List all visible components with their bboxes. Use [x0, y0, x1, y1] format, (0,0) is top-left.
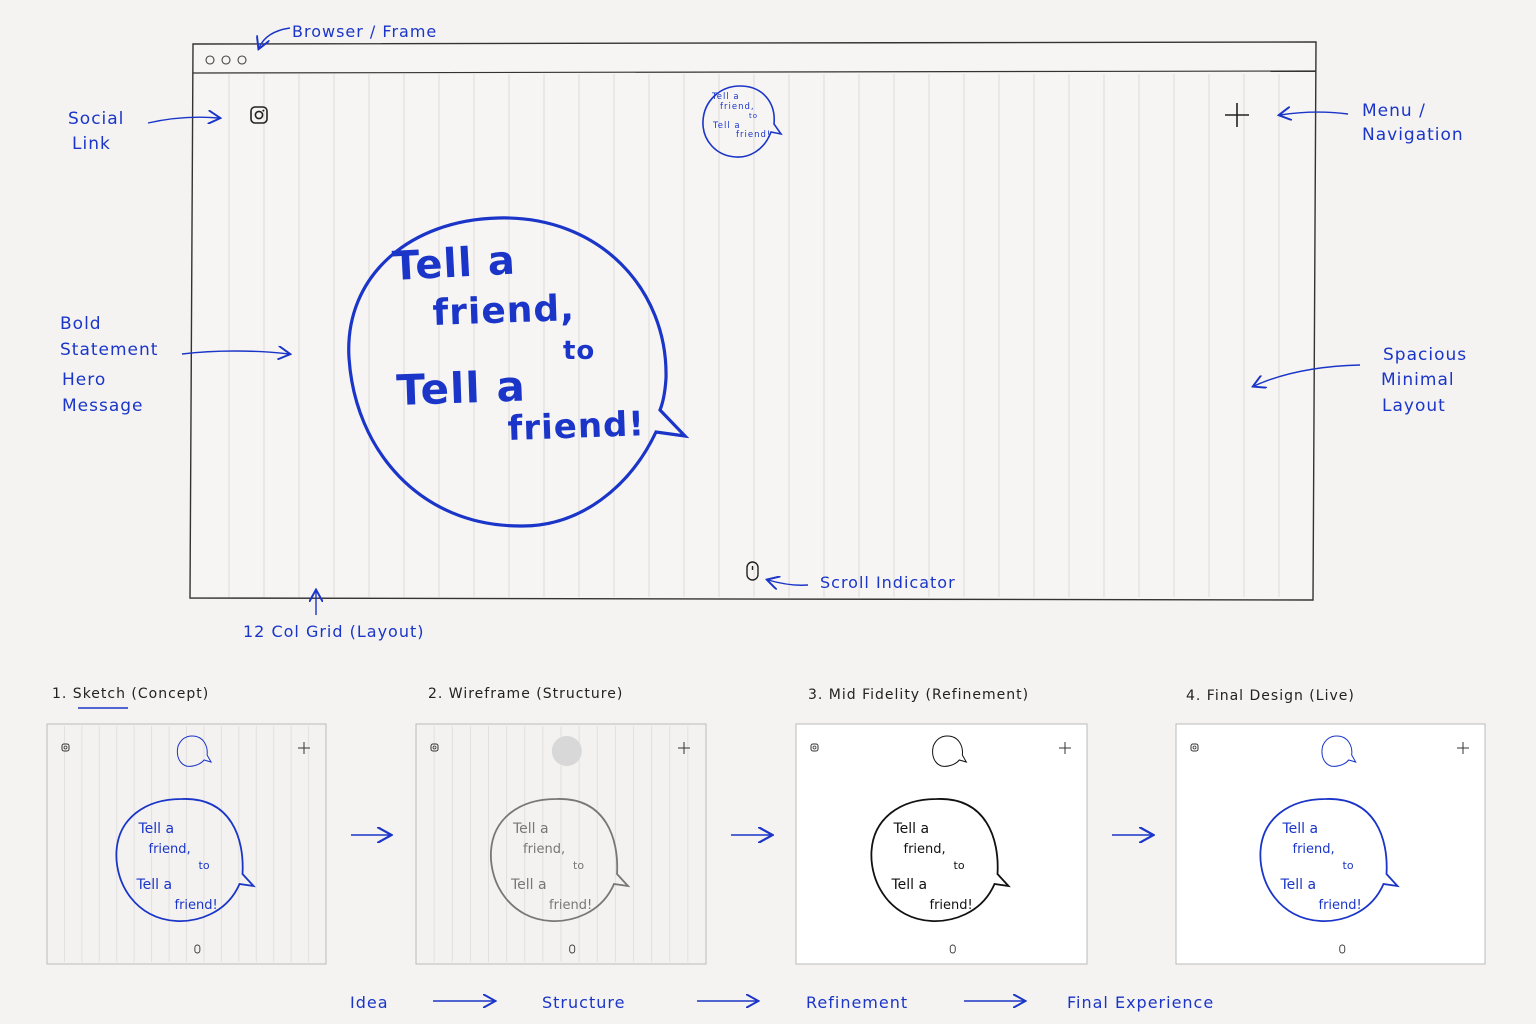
annotation-grid-layout: 12 Col Grid (Layout)	[243, 591, 424, 641]
annotation-spacious-line-3: Layout	[1382, 396, 1446, 416]
logo-bubble[interactable]: Tell a friend, to Tell a friend!	[702, 85, 783, 158]
annotation-scroll-indicator: Scroll Indicator	[768, 573, 956, 592]
stage-3-label: 3. Mid Fidelity (Refinement)	[808, 687, 1029, 703]
stage-speech-bubble	[115, 798, 256, 922]
instagram-icon[interactable]	[250, 106, 268, 124]
stage-bubble-text: to	[573, 859, 584, 872]
annotation-bold-line-3: Hero	[62, 370, 106, 390]
hero-speech-bubble: Tell a friend, to Tell a friend!	[347, 216, 690, 528]
stage-2-label: 2. Wireframe (Structure)	[428, 686, 623, 702]
annotation-menu-line-1: Menu /	[1362, 101, 1426, 121]
twelve-column-grid	[228, 74, 1280, 597]
mouse-scroll-icon	[949, 944, 956, 954]
annotation-grid-text: 12 Col Grid (Layout)	[243, 622, 424, 641]
annotation-bold-line-4: Message	[62, 396, 144, 416]
annotation-bold-line-1: Bold	[60, 314, 102, 334]
instagram-icon-lens	[63, 745, 68, 750]
logo-line-1: Tell a	[711, 92, 740, 102]
logo-line-3: to	[749, 112, 758, 120]
instagram-icon-lens	[432, 745, 437, 750]
logo-line-4: Tell a	[712, 121, 741, 131]
hero-line-3: to	[563, 336, 595, 366]
stage-bubble-text: friend,	[904, 842, 946, 857]
flow-step-2: Structure	[542, 993, 625, 1012]
instagram-icon	[810, 743, 819, 752]
stage-bubble-text: to	[954, 859, 965, 872]
stage-bubble-text: to	[199, 859, 210, 872]
stage-bubble-text: Tell a	[136, 877, 173, 893]
stage-1-label: 1. Sketch (Concept)	[52, 686, 209, 702]
stage-speech-bubble	[1259, 798, 1400, 922]
stage-bubble-text: friend!	[1319, 898, 1362, 913]
hero-line-1: Tell a	[391, 238, 517, 290]
stage-bubble-text: Tell a	[510, 877, 547, 893]
hero-line-4: Tell a	[396, 362, 527, 415]
annotation-browser-frame: Browser / Frame	[259, 22, 437, 48]
annotation-social-link: Social Link	[68, 109, 219, 154]
instagram-icon-lens	[812, 745, 817, 750]
logo-line-2: friend,	[720, 102, 755, 112]
stage-card-frame	[1175, 723, 1486, 965]
stage-bubble-text: Tell a	[1282, 821, 1319, 837]
stage-bubble-text: friend!	[930, 898, 973, 913]
stage-bubble-text: Tell a	[893, 821, 930, 837]
stage-4-label: 4. Final Design (Live)	[1186, 688, 1355, 704]
logo-bubble-mini	[932, 735, 968, 767]
hero-line-2: friend,	[432, 288, 576, 334]
mouse-scroll-icon	[569, 944, 576, 954]
flow-step-1: Idea	[350, 993, 389, 1012]
instagram-icon	[1190, 743, 1199, 752]
stage-bubble-text: Tell a	[138, 821, 175, 837]
stage-speech-bubble	[490, 798, 631, 922]
stage-labels: 1. Sketch (Concept) 2. Wireframe (Struct…	[52, 686, 1355, 709]
flow-row: Idea Structure Refinement Final Experien…	[350, 993, 1214, 1012]
annotation-social-line-2: Link	[72, 134, 111, 154]
mouse-scroll-icon[interactable]	[746, 561, 759, 581]
stage-bubble-text: friend!	[175, 898, 218, 913]
annotation-bold-statement: Bold Statement Hero Message	[60, 314, 289, 416]
stage-bubble-text: Tell a	[512, 821, 549, 837]
annotation-scroll-text: Scroll Indicator	[820, 573, 956, 592]
stage-card-frame	[795, 723, 1088, 965]
hero-line-5: friend!	[507, 404, 646, 449]
logo-bubble-mini	[1321, 735, 1357, 767]
browser-frame	[189, 41, 1317, 601]
annotation-spacious-layout: Spacious Minimal Layout	[1254, 345, 1467, 416]
stage-bubble-text: friend,	[149, 842, 191, 857]
instagram-icon-lens	[1192, 745, 1197, 750]
logo-line-5: friend!	[736, 130, 771, 140]
stage-bubble-text: friend,	[523, 842, 565, 857]
stage-bubble-text: Tell a	[1280, 877, 1317, 893]
flow-step-4: Final Experience	[1067, 993, 1214, 1012]
annotation-menu-line-2: Navigation	[1362, 125, 1464, 145]
mouse-scroll-icon	[1339, 944, 1346, 954]
annotation-spacious-line-2: Minimal	[1381, 370, 1455, 390]
window-dots	[205, 55, 247, 65]
annotation-menu-navigation: Menu / Navigation	[1280, 101, 1464, 145]
mouse-scroll-icon	[194, 944, 201, 954]
stage-speech-bubble	[870, 798, 1011, 922]
annotation-bold-line-2: Statement	[60, 340, 158, 360]
instagram-icon	[61, 743, 70, 752]
flow-step-3: Refinement	[806, 993, 908, 1012]
stage-bubble-text: friend!	[549, 898, 592, 913]
stage-bubble-text: friend,	[1293, 842, 1335, 857]
instagram-icon	[430, 743, 439, 752]
stage-bubble-text: Tell a	[891, 877, 928, 893]
annotation-spacious-line-1: Spacious	[1383, 345, 1467, 365]
annotation-social-line-1: Social	[68, 109, 124, 129]
logo-bubble-mini	[176, 735, 213, 767]
logo-placeholder	[551, 736, 582, 766]
plus-icon[interactable]	[1225, 103, 1249, 127]
stage-bubble-text: to	[1343, 859, 1354, 872]
annotation-browser-frame-text: Browser / Frame	[292, 22, 437, 41]
